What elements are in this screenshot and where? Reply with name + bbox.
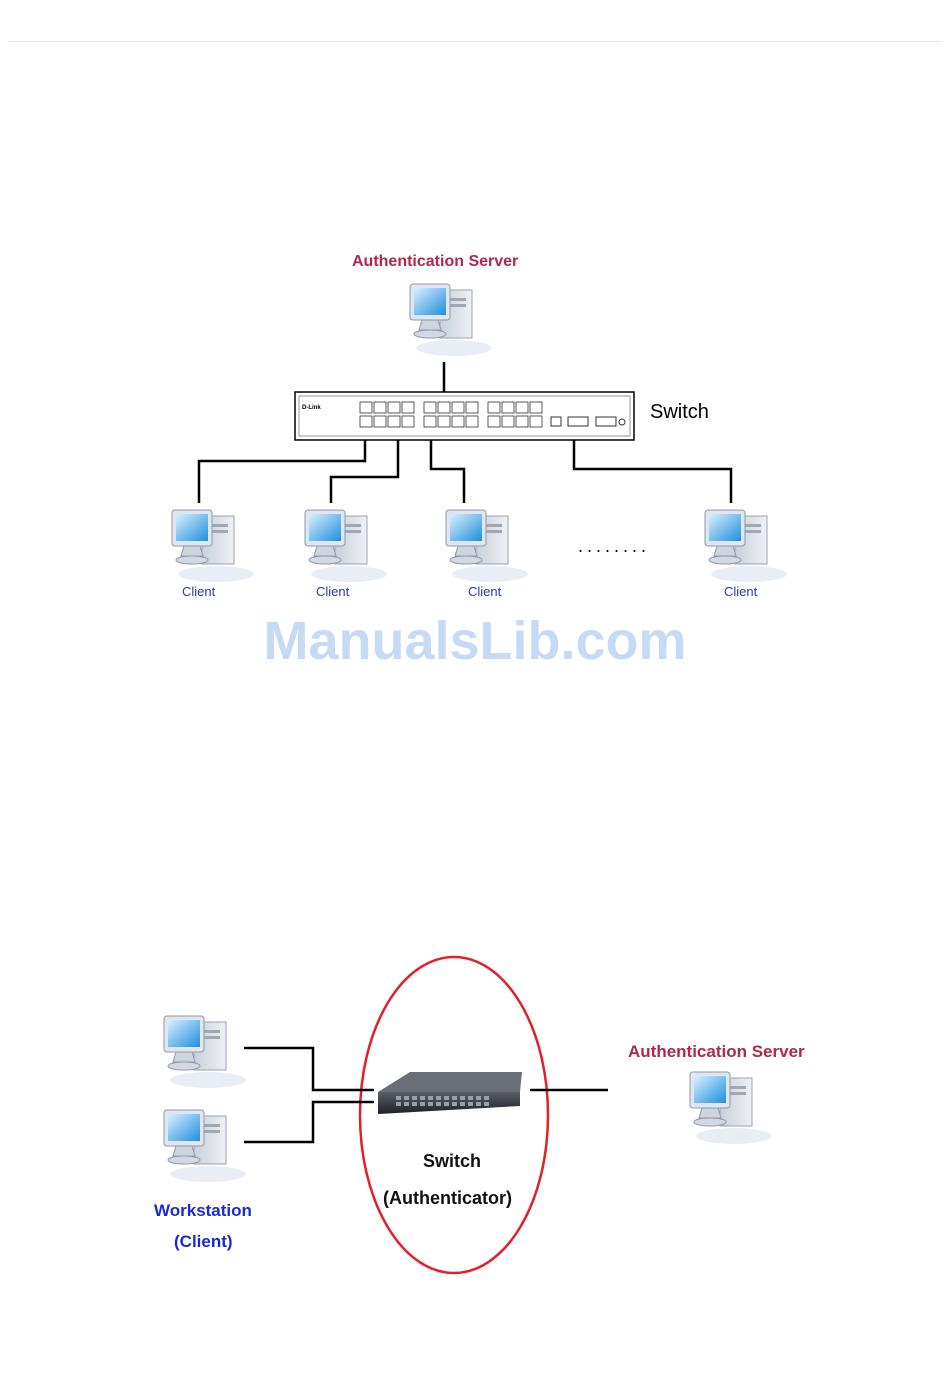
authenticator-highlight-ellipse: [360, 957, 548, 1273]
more-clients-ellipsis: ........: [578, 536, 650, 557]
switch-brand: D-Link: [302, 405, 321, 411]
client-label: Client: [182, 584, 215, 599]
client-computer-icon: [172, 510, 254, 582]
client-computer-icon: [446, 510, 528, 582]
client-label: Client: [468, 584, 501, 599]
switch-label: Switch: [423, 1151, 481, 1172]
network-switch-icon: D-Link: [295, 392, 634, 440]
server-computer-icon: [410, 284, 492, 356]
network-switch-icon: [378, 1072, 522, 1114]
server-computer-icon: [690, 1072, 772, 1144]
client-computer-icon: [705, 510, 787, 582]
client-computer-icon: [305, 510, 387, 582]
authentication-server-label: Authentication Server: [628, 1042, 805, 1062]
workstation-label: Workstation: [154, 1201, 252, 1221]
client-label: Client: [316, 584, 349, 599]
workstation-computer-icon: [164, 1110, 246, 1182]
switch-label: Switch: [650, 401, 709, 424]
workstation-role-label: (Client): [174, 1232, 233, 1252]
workstation-computer-icon: [164, 1016, 246, 1088]
watermark: ManualsLib.com: [0, 610, 950, 672]
authentication-server-label: Authentication Server: [352, 253, 518, 271]
client-label: Client: [724, 584, 757, 599]
switch-role-label: (Authenticator): [383, 1188, 512, 1209]
